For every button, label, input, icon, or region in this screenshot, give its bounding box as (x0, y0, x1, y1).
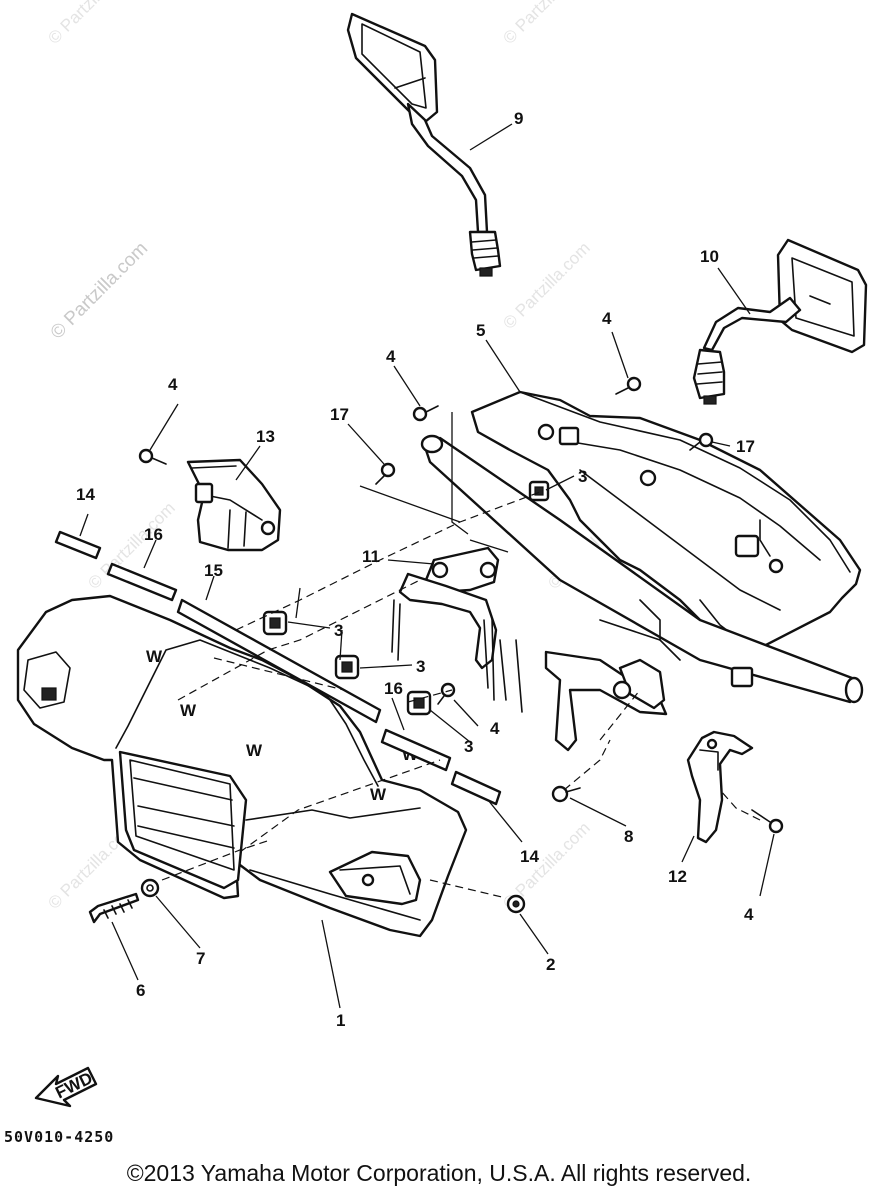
callout-4: 4 (386, 347, 396, 366)
callout-15: 15 (204, 561, 223, 580)
callout-6: 6 (136, 981, 145, 1000)
bracket-12-part (686, 730, 754, 844)
mirror-right-part (692, 238, 868, 405)
watermark-faint: © Partzilla.com (499, 238, 593, 332)
strip-16-left (106, 562, 178, 602)
callout-7: 7 (196, 949, 205, 968)
callout-3: 3 (464, 737, 473, 756)
callout-labels: 9 10 5 4 4 4 17 17 13 3 14 16 11 15 3 3 … (76, 109, 755, 1030)
mirror-left-part (346, 12, 502, 277)
svg-text:W: W (370, 785, 387, 804)
callout-8: 8 (624, 827, 633, 846)
svg-text:W: W (246, 741, 263, 760)
handlebar-part (420, 434, 864, 704)
callout-14: 14 (76, 485, 95, 504)
fwd-label: FWD (52, 1068, 95, 1102)
callout-4: 4 (602, 309, 612, 328)
callout-4: 4 (744, 905, 754, 924)
callout-17: 17 (330, 405, 349, 424)
callout-5: 5 (476, 321, 485, 340)
fasteners (88, 376, 784, 924)
assembly-lines (161, 412, 761, 899)
callout-16: 16 (144, 525, 163, 544)
callout-13: 13 (256, 427, 275, 446)
dampers (262, 480, 550, 716)
callout-2: 2 (546, 955, 555, 974)
callout-9: 9 (514, 109, 523, 128)
strip-14-right (450, 770, 502, 806)
copyright-notice: ©2013 Yamaha Motor Corporation, U.S.A. A… (126, 1160, 752, 1186)
callout-4: 4 (490, 719, 500, 738)
stay-frame-part (470, 390, 862, 658)
bracket-13-part (186, 458, 282, 552)
strip-14-left (54, 530, 102, 560)
callout-14: 14 (520, 847, 539, 866)
watermark-faint: © Partzilla.com (499, 0, 593, 48)
callout-16: 16 (384, 679, 403, 698)
svg-text:W: W (180, 701, 197, 720)
callout-11: 11 (362, 547, 380, 566)
strip-15 (176, 598, 382, 724)
fork-bracket-part (544, 599, 754, 752)
watermark-main: © Partzilla.com (47, 238, 152, 343)
callout-3: 3 (416, 657, 425, 676)
headlight-cover-part: W W W W W (16, 594, 468, 938)
fwd-arrow: FWD (34, 1066, 98, 1108)
callout-17: 17 (736, 437, 755, 456)
callout-12: 12 (668, 867, 687, 886)
svg-text:W: W (146, 647, 163, 666)
trim-strips (54, 530, 502, 806)
callout-4: 4 (168, 375, 178, 394)
bracket-part (391, 546, 523, 713)
callout-10: 10 (700, 247, 719, 266)
strip-16-right (380, 728, 452, 772)
watermark-faint: © Partzilla.com (44, 0, 138, 48)
callout-leaders (79, 123, 775, 1009)
part-code: 50V010-4250 (4, 1128, 115, 1146)
callout-3: 3 (334, 621, 343, 640)
callout-3: 3 (578, 467, 587, 486)
callout-1: 1 (336, 1011, 345, 1030)
